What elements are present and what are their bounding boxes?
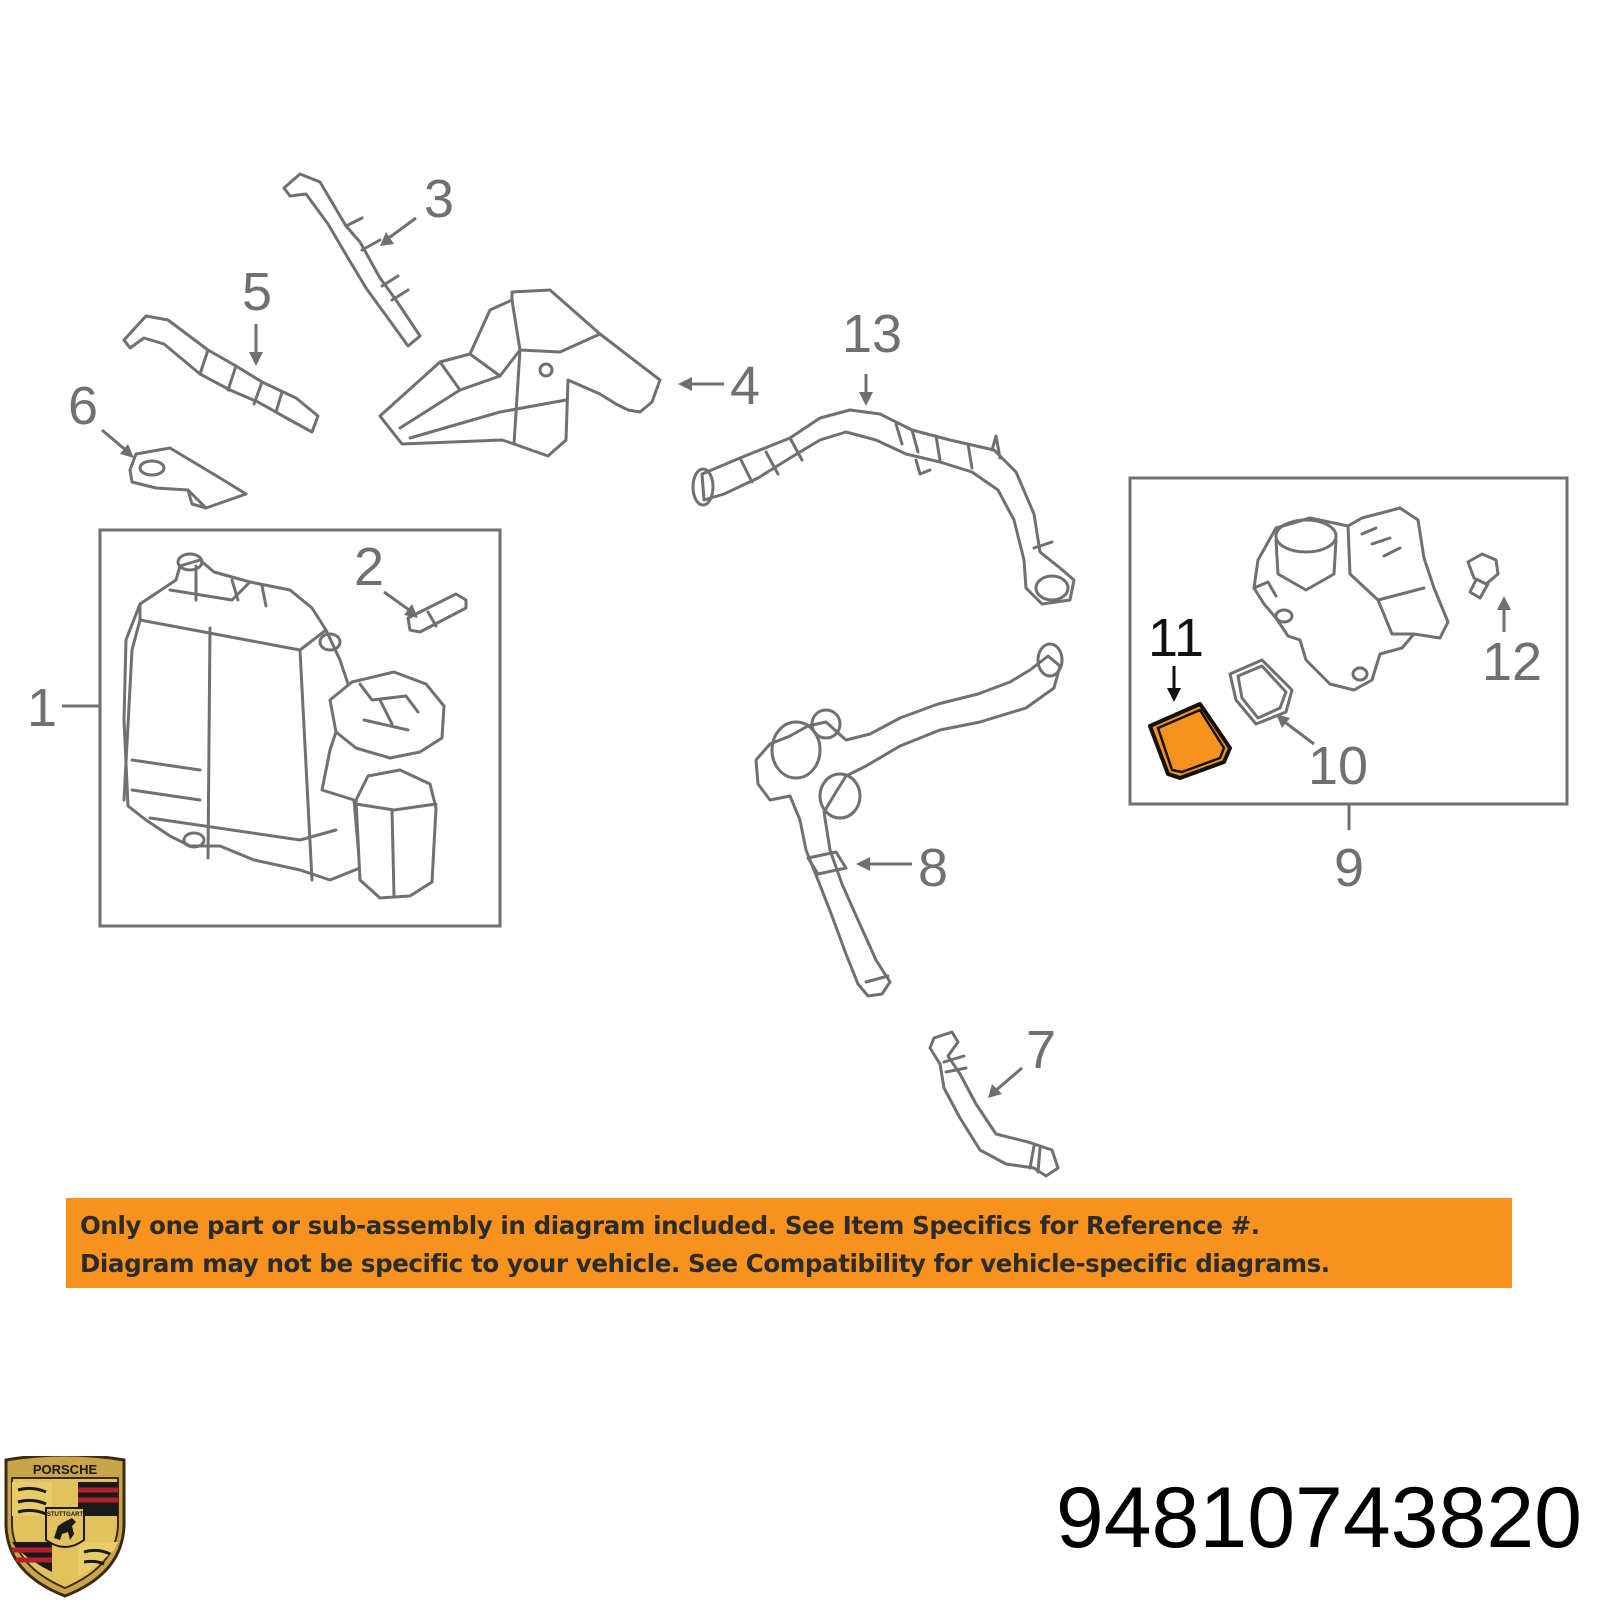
callout-5: 5 (242, 262, 272, 322)
part-9-oil-separator (1252, 506, 1450, 692)
callout-1: 1 (27, 678, 57, 738)
leader-lines (62, 216, 1511, 1098)
part-7-hose (928, 1030, 1060, 1178)
part-4-heat-shield (378, 288, 662, 458)
part-5-oxygen-sensor (122, 314, 320, 434)
part-12-bolt (1466, 552, 1500, 600)
part-number: 94810743820 (1055, 1470, 1582, 1566)
callout-12: 12 (1482, 632, 1542, 692)
svg-text:STUTTGART: STUTTGART (47, 1512, 84, 1518)
group-box-1 (98, 528, 502, 928)
callout-6: 6 (68, 376, 98, 436)
callout-3: 3 (424, 169, 454, 229)
porsche-crest-logo: PORSCHE STUTTGART (2, 1453, 128, 1600)
callout-4: 4 (730, 356, 760, 416)
callout-7: 7 (1026, 1020, 1056, 1080)
callout-2: 2 (354, 537, 384, 597)
part-3-oxygen-sensor (282, 172, 422, 348)
part-2-connector (406, 592, 468, 634)
callout-11: 11 (1148, 608, 1204, 668)
part-6-bracket (128, 446, 248, 510)
callout-9: 9 (1334, 838, 1364, 898)
part-11-gasket-highlighted (1148, 702, 1232, 780)
svg-text:PORSCHE: PORSCHE (33, 1462, 98, 1477)
disclaimer-line-2: Diagram may not be specific to your vehi… (80, 1249, 1330, 1278)
disclaimer-line-1: Only one part or sub-assembly in diagram… (80, 1211, 1260, 1240)
part-13-hose (691, 408, 1076, 606)
part-8-hose-assembly (754, 642, 1064, 998)
callout-8: 8 (918, 838, 948, 898)
part-1-carbon-canister (122, 552, 446, 900)
callout-13: 13 (842, 304, 902, 364)
callout-10: 10 (1308, 736, 1368, 796)
disclaimer-banner: Only one part or sub-assembly in diagram… (66, 1198, 1512, 1288)
part-10-gasket (1228, 658, 1294, 726)
